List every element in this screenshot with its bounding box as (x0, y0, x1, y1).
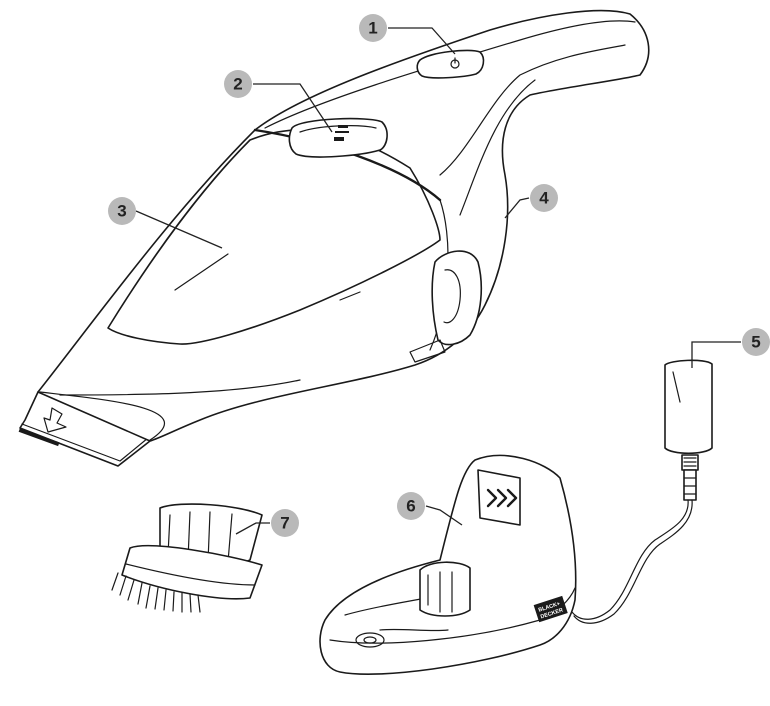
svg-text:3: 3 (117, 202, 126, 221)
charger-adapter (571, 359, 713, 624)
callout-5: 5 (691, 328, 770, 368)
callouts: 1 2 3 4 5 6 7 (108, 14, 770, 537)
handheld-vacuum (18, 9, 650, 467)
brand-logo: BLACK+ DECKER (533, 595, 568, 623)
svg-text:5: 5 (751, 333, 760, 352)
svg-text:1: 1 (368, 19, 377, 38)
svg-text:6: 6 (406, 497, 415, 516)
callout-2: 2 (224, 70, 333, 133)
svg-text:7: 7 (280, 514, 289, 533)
brush-accessory (111, 503, 263, 613)
callout-3: 3 (108, 197, 223, 249)
callout-4: 4 (504, 184, 558, 219)
callout-7: 7 (235, 509, 299, 537)
svg-text:2: 2 (233, 75, 242, 94)
callout-1: 1 (359, 14, 456, 55)
charging-base: BLACK+ DECKER (319, 454, 577, 675)
svg-text:4: 4 (539, 189, 549, 208)
callout-6: 6 (397, 492, 463, 526)
